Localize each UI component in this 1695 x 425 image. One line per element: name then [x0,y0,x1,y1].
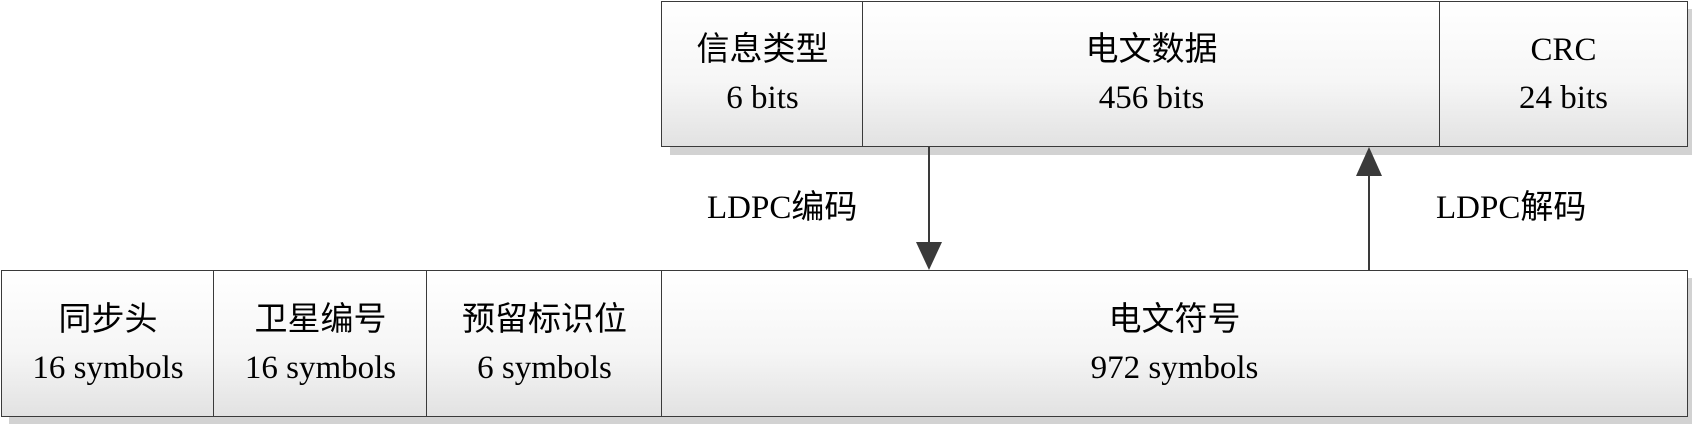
field-sync-header-name: 同步头 [58,301,158,338]
field-reserved-flag-name: 预留标识位 [462,301,627,338]
field-sync-header-size: 16 symbols [32,349,184,386]
field-message-symbols-size: 972 symbols [1090,349,1259,386]
decode-arrow [1356,147,1382,270]
field-message-symbols: 电文符号 972 symbols [661,270,1688,417]
field-reserved-flag: 预留标识位 6 symbols [426,270,663,417]
field-sync-header: 同步头 16 symbols [1,270,215,417]
field-message-data: 电文数据 456 bits [862,1,1441,147]
field-message-data-size: 456 bits [1098,80,1205,116]
field-satellite-id-size: 16 symbols [244,349,397,386]
field-message-symbols-name: 电文符号 [1108,301,1241,338]
field-crc: CRC 24 bits [1439,1,1688,147]
field-reserved-flag-size: 6 symbols [477,349,612,386]
field-info-type-size: 6 bits [726,80,799,116]
field-crc-size: 24 bits [1519,80,1608,116]
field-satellite-id-name: 卫星编号 [254,301,387,338]
field-info-type: 信息类型 6 bits [661,1,864,147]
field-crc-name: CRC [1530,32,1597,68]
decode-label: LDPC解码 [1436,190,1587,226]
field-message-data-name: 电文数据 [1085,32,1218,68]
field-info-type-name: 信息类型 [696,32,829,68]
encode-arrow [916,147,942,270]
field-satellite-id: 卫星编号 16 symbols [213,270,428,417]
encode-label: LDPC编码 [707,190,858,226]
